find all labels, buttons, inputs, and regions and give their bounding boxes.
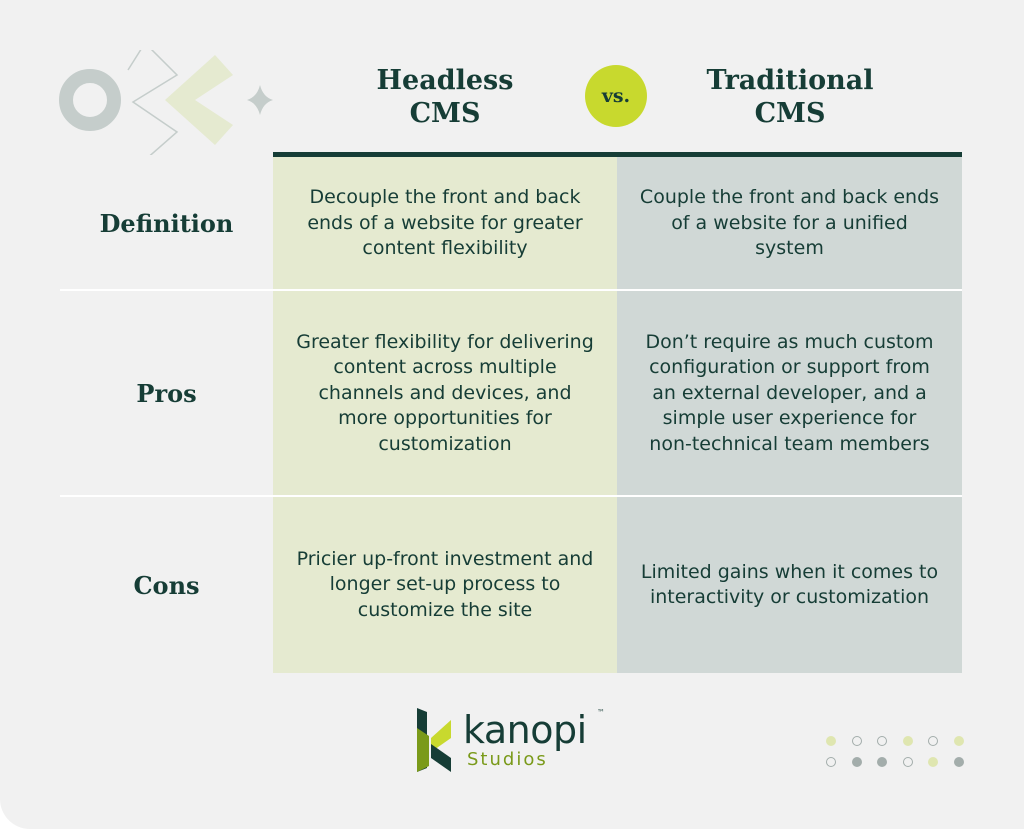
dot-icon: [826, 736, 836, 746]
headless-definition: Decouple the front and back ends of a we…: [273, 157, 617, 290]
logo-name: kanopi: [463, 708, 587, 752]
dot-icon: [877, 757, 887, 767]
traditional-definition: Couple the front and back ends of a webs…: [617, 157, 962, 290]
traditional-cons: Limited gains when it comes to interacti…: [617, 497, 962, 673]
dot-icon: [928, 736, 938, 746]
row-label-cons: Cons: [133, 570, 200, 600]
logo-tm: ™: [597, 708, 605, 717]
logo-sub: Studios: [467, 749, 548, 770]
header-rule: [273, 152, 962, 157]
row-label-pros: Pros: [136, 379, 197, 408]
dot-icon: [877, 736, 887, 746]
dot-icon: [851, 736, 862, 746]
dot-icon: [902, 757, 913, 767]
traditional-pros: Don’t require as much custom configurati…: [617, 291, 962, 496]
row-divider: [60, 495, 962, 497]
row-label-definition: Definition: [99, 209, 234, 238]
headless-pros: Greater flexibility for delivering conte…: [273, 291, 617, 496]
decorative-shapes-icon: [59, 50, 273, 155]
headless-cons: Pricier up-front investment and longer s…: [273, 497, 617, 673]
row-divider: [60, 289, 962, 291]
dot-icon: [953, 757, 964, 767]
vs-badge: vs.: [585, 65, 647, 127]
dot-icon: [928, 757, 938, 767]
kanopi-logo: kanopi ™ Studios: [415, 708, 615, 772]
dot-icon: [902, 736, 913, 746]
kanopi-k-icon: [417, 708, 451, 772]
dot-icon: [851, 757, 862, 767]
dot-icon: [826, 757, 836, 767]
dot-icon: [953, 736, 964, 746]
